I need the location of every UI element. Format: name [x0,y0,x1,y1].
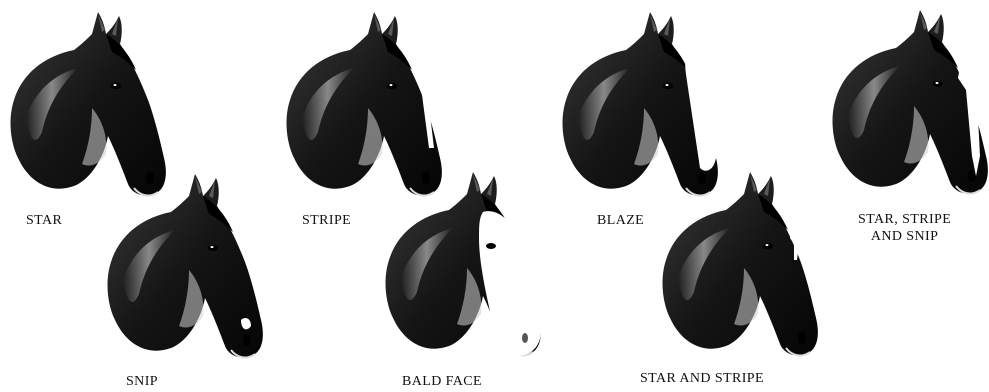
horse-star-and-stripe-illustration [660,168,825,360]
label-snip: SNIP [126,373,158,390]
horse-bald-face-illustration [383,168,548,360]
label-star-and-stripe: STAR AND STRIPE [640,370,764,387]
horse-snip-illustration [105,170,270,362]
horse-star-stripe-and-snip-illustration [830,6,989,198]
bald-face-marking [479,211,541,356]
label-bald-face: BALD FACE [402,373,482,390]
label-stripe: STRIPE [302,212,351,229]
label-star: STAR [26,212,62,229]
label-blaze: BLAZE [597,212,644,229]
label-star-stripe-and-snip-line2: AND SNIP [858,228,951,245]
label-star-stripe-and-snip: STAR, STRIPE AND SNIP [858,211,951,245]
label-star-stripe-and-snip-line1: STAR, STRIPE [858,211,951,228]
star-marking [147,74,160,90]
